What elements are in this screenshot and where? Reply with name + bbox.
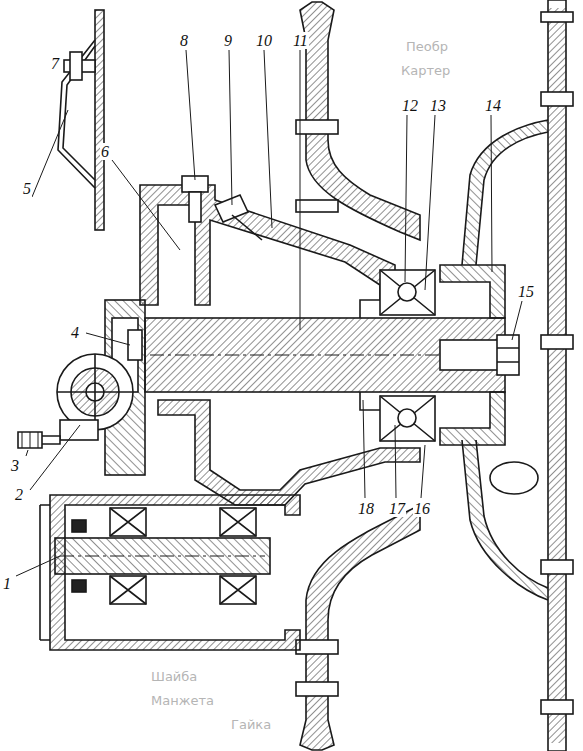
bleed-through-text: Манжета — [150, 692, 215, 709]
bleed-through-text: Пеобр — [405, 38, 449, 55]
callout-number: 14 — [484, 97, 502, 114]
callout-number: 12 — [401, 97, 419, 114]
callout-number: 3 — [10, 457, 20, 474]
callout-number: 5 — [22, 180, 32, 197]
callout-number: 10 — [255, 32, 273, 49]
callout-number: 8 — [179, 32, 189, 49]
callout-number: 11 — [292, 32, 309, 49]
bleed-through-text: Гайка — [230, 716, 272, 733]
callout-number: 7 — [50, 55, 60, 72]
callout-number: 1 — [2, 575, 12, 592]
callout-number: 13 — [429, 97, 447, 114]
callout-number: 4 — [70, 324, 80, 341]
callout-number: 2 — [14, 486, 24, 503]
bleed-through-text: Шайба — [150, 668, 198, 685]
callout-number: 6 — [100, 143, 110, 160]
callout-number: 15 — [517, 283, 535, 300]
bleed-through-text: Картер — [400, 62, 451, 79]
callout-number: 18 — [357, 500, 375, 517]
callout-number: 17 — [388, 500, 406, 517]
callout-number: 16 — [413, 500, 431, 517]
callout-number: 9 — [223, 32, 233, 49]
